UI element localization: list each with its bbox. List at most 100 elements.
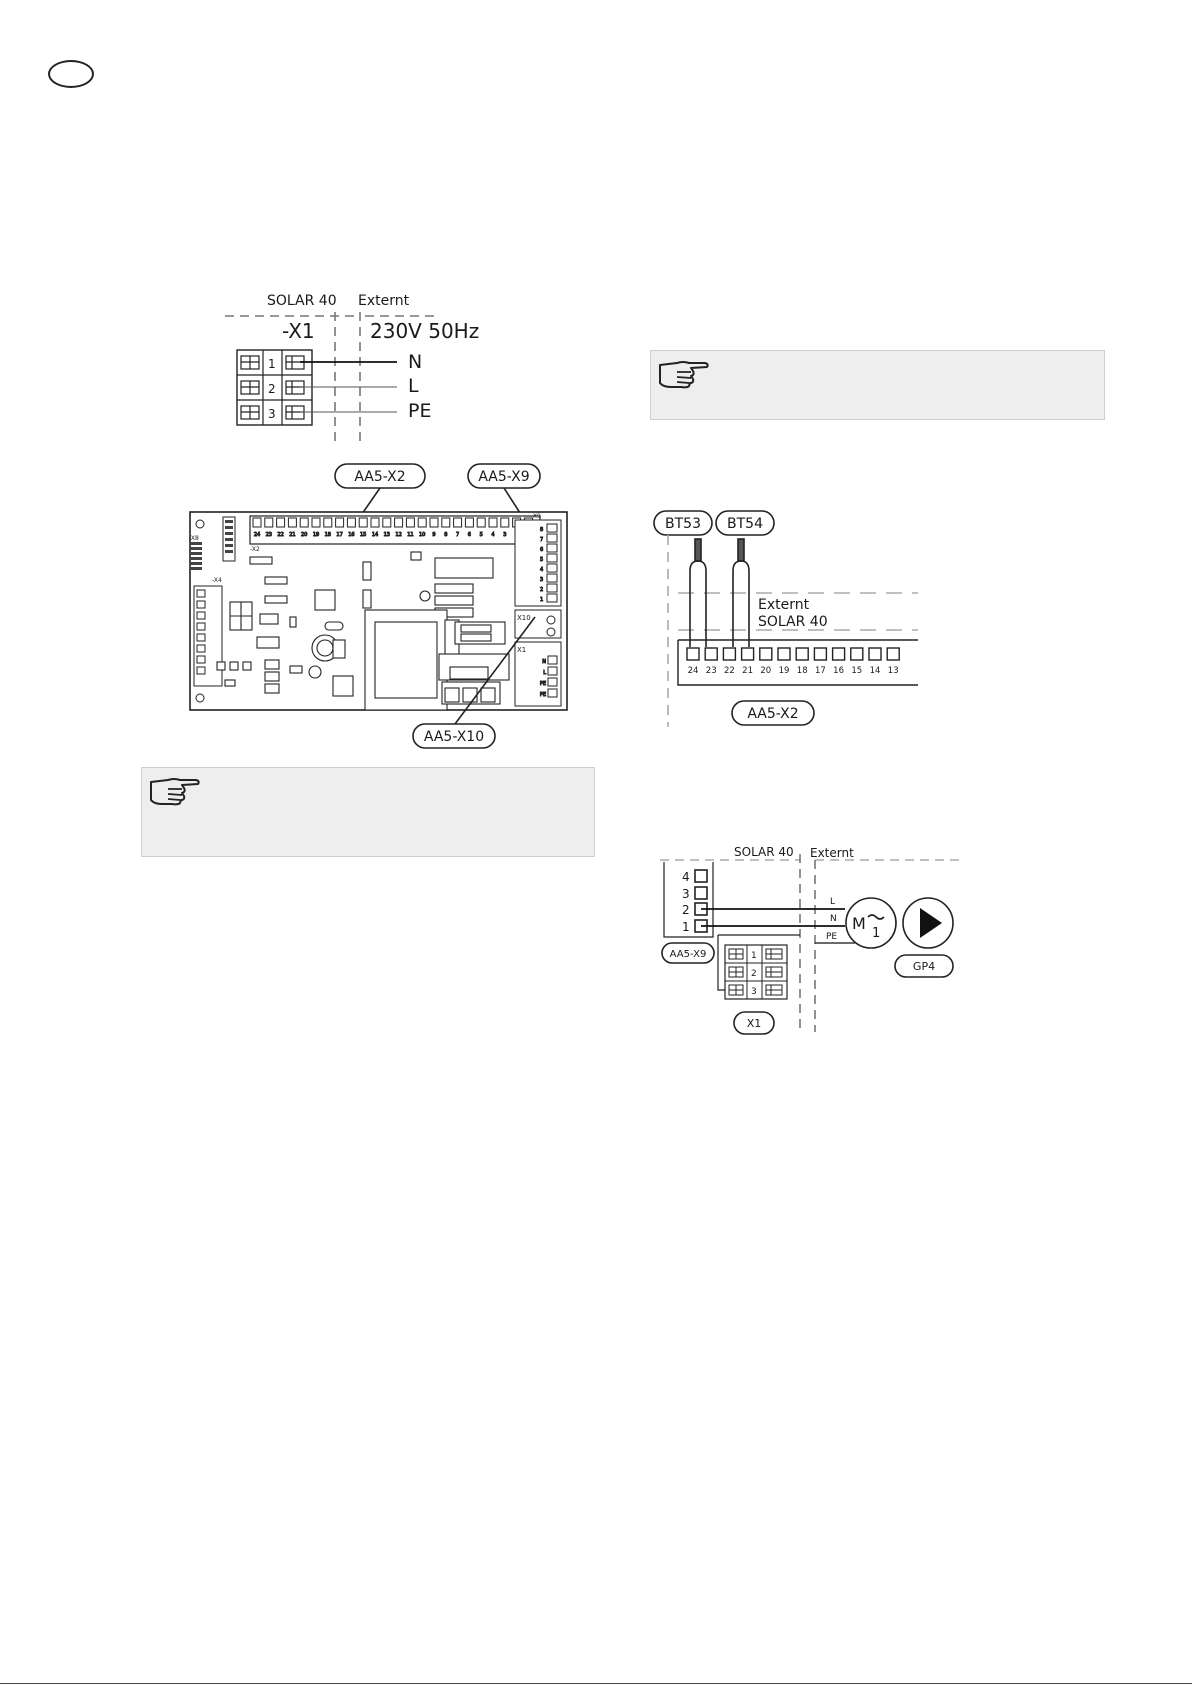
sensor-terminal-pin — [759, 647, 773, 661]
sensor-terminal-pin — [831, 647, 846, 661]
sensor-terminal-pin-label: 20 — [760, 666, 771, 676]
board-x2-pin — [500, 517, 510, 528]
board-x9-pin-label: 3 — [540, 577, 543, 583]
sensor-label-bt53: BT53 — [665, 516, 701, 532]
board-x2-pin — [264, 517, 274, 528]
pump-x9-pin-1: 1 — [682, 920, 690, 934]
board-x2-pin — [299, 517, 309, 528]
power-supply-diagram: SOLAR 40 Externt -X1 230V 50Hz 1 2 3 N L… — [225, 293, 479, 445]
power-line-l: L — [408, 375, 419, 397]
board-x9-pin-label: 1 — [540, 597, 543, 603]
pointing-hand-icon — [659, 361, 709, 389]
board-x9-pin — [546, 583, 558, 593]
pump-x1-pin-3: 3 — [751, 987, 757, 997]
sensor-terminal-pin — [886, 647, 900, 661]
board-x2-pin-label: 20 — [301, 532, 307, 538]
sensor-terminal-pin — [813, 647, 828, 661]
pump-x9-label: AA5-X9 — [670, 949, 707, 960]
board-label-x10: X10 — [517, 614, 531, 622]
page-language-badge — [48, 60, 94, 88]
board-x2-pin — [358, 517, 368, 528]
power-label-externt: Externt — [358, 293, 410, 309]
board-x2-pin — [429, 517, 439, 528]
board-x2-pin-label: 13 — [384, 532, 390, 538]
note-box-left — [141, 767, 595, 857]
board-label-x2: -X2 — [250, 546, 260, 553]
board-x9-pin — [546, 573, 558, 583]
sensor-terminal-pin — [795, 647, 809, 661]
sensor-terminal-block-label: AA5-X2 — [747, 706, 798, 722]
power-supply-label: 230V 50Hz — [370, 319, 479, 343]
board-x2-pin-label: 11 — [407, 532, 413, 538]
sensor-terminal-pin — [740, 647, 755, 661]
sensor-terminal-pin-label: 23 — [706, 666, 717, 676]
board-x1-pin-label: N — [542, 659, 546, 665]
callout-aa5-x2: AA5-X2 — [354, 469, 405, 485]
board-x2-pin-label: 22 — [277, 532, 283, 538]
sensor-terminal-pin-label: 19 — [779, 666, 790, 676]
sensor-terminal-pin — [777, 647, 791, 661]
board-x2-pin — [276, 517, 286, 528]
board-x2-pin — [346, 517, 356, 528]
board-x2-pin-label: 3 — [503, 532, 506, 538]
board-x2-pin — [335, 517, 345, 528]
board-x2-pin — [323, 517, 333, 528]
board-x9-pin-label: 5 — [540, 557, 543, 563]
board-x2-pin — [488, 517, 498, 528]
board-x2-pin — [311, 517, 321, 528]
pump-x1-pin-2: 2 — [751, 969, 757, 979]
board-x9-pin-label: 4 — [540, 567, 543, 573]
board-x2-pin — [394, 517, 404, 528]
board-x2-pin — [287, 517, 297, 528]
board-label-x8: -X8 — [189, 535, 199, 542]
board-x9-pin-label: 8 — [540, 527, 543, 533]
board-x2-pin-label: 16 — [348, 532, 354, 538]
pump-motor-label: M — [852, 914, 866, 933]
sensor-terminal-pin-label: 17 — [815, 666, 826, 676]
pump-x1-pin-1: 1 — [751, 951, 757, 961]
pump-wire-l: L — [830, 897, 835, 907]
pointing-hand-icon — [150, 778, 200, 806]
board-x2-pin-label: 15 — [360, 532, 366, 538]
board-x1-pin — [547, 666, 558, 676]
pump-x1-label: X1 — [747, 1017, 762, 1030]
callout-aa5-x9: AA5-X9 — [478, 469, 529, 485]
board-label-x1: X1 — [517, 646, 526, 654]
sensor-terminal-pin-label: 14 — [870, 666, 881, 676]
board-x2-pin-label: 12 — [395, 532, 401, 538]
power-terminal-1: 1 — [268, 357, 276, 371]
sensor-terminal-pin-label: 24 — [688, 666, 699, 676]
board-x2-pin-label: 23 — [266, 532, 272, 538]
sensor-terminal-pin-label: 13 — [888, 666, 899, 676]
board-x2-pin-label: 9 — [432, 532, 435, 538]
board-x1-pin-label: PE — [540, 681, 546, 687]
page-bottom-rule — [0, 1683, 1192, 1684]
pump-x9-pin-4: 4 — [682, 870, 690, 884]
sensor-terminal-pin — [850, 647, 864, 661]
pump-diagram: SOLAR 40 Externt 4 3 2 1 L N PE M 1 GP4 … — [660, 845, 965, 1035]
sensor-terminal-pin — [722, 647, 737, 661]
board-x2-pin-label: 7 — [456, 532, 459, 538]
board-x1-pin-label: L — [543, 670, 546, 676]
power-line-pe: PE — [408, 400, 431, 422]
board-x9-pin — [546, 593, 558, 603]
sensor-terminal-pin-label: 18 — [797, 666, 808, 676]
pump-x9-pin-3: 3 — [682, 887, 690, 901]
pump-x9-pin-2: 2 — [682, 903, 690, 917]
board-x2-pin-label: 4 — [491, 532, 494, 538]
board-x2-pin — [464, 517, 474, 528]
board-x1-pin — [547, 677, 558, 687]
board-x2-pin — [252, 517, 262, 528]
callout-aa5-x10: AA5-X10 — [424, 729, 484, 745]
pump-wire-pe: PE — [826, 932, 837, 942]
board-x2-pin-label: 14 — [372, 532, 378, 538]
board-x9-pin — [546, 533, 558, 543]
board-x9-pin — [546, 563, 558, 573]
board-x1-pin — [547, 688, 558, 698]
board-x2-pin-label: 10 — [419, 532, 425, 538]
board-x1-pin-label: PE — [540, 692, 546, 698]
board-x2-pin — [441, 517, 451, 528]
board-x2-pin — [476, 517, 486, 528]
